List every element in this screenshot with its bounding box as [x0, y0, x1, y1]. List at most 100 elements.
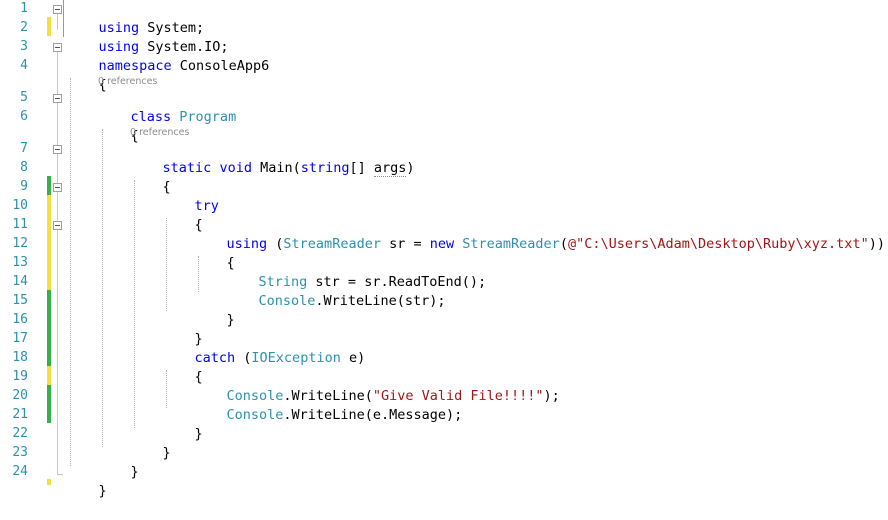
- code-line-3[interactable]: namespace ConsoleApp6: [66, 38, 270, 74]
- code-text: .WriteLine(e.Message);: [283, 407, 463, 423]
- code-line-8[interactable]: {: [130, 159, 171, 195]
- code-text: []: [349, 160, 374, 176]
- code-text: sr =: [380, 236, 430, 252]
- type-name: Console: [258, 293, 316, 309]
- indent-guide: [70, 78, 71, 466]
- collapse-toggle[interactable]: [53, 183, 62, 192]
- codelens-references[interactable]: 0 references: [98, 76, 158, 87]
- code-line-2[interactable]: using System.IO;: [66, 19, 229, 55]
- collapse-toggle[interactable]: [53, 145, 62, 154]
- code-text: .WriteLine(str);: [315, 293, 446, 309]
- brace: }: [194, 426, 203, 442]
- line-number: 5: [20, 90, 28, 105]
- collapse-toggle[interactable]: [53, 221, 62, 230]
- change-marker-saved: [47, 385, 51, 423]
- code-line-16[interactable]: }: [162, 311, 203, 347]
- keyword: new: [429, 236, 455, 252]
- line-number: 24: [12, 464, 28, 479]
- line-number: 16: [12, 312, 28, 327]
- code-text: (: [559, 236, 568, 252]
- code-line-15[interactable]: }: [194, 292, 235, 328]
- line-number: 8: [20, 160, 28, 175]
- collapse-toggle[interactable]: [53, 94, 62, 103]
- code-line-21[interactable]: }: [162, 406, 203, 442]
- indent-guide: [198, 256, 199, 292]
- brace: {: [130, 128, 139, 144]
- change-marker-unsaved: [47, 479, 51, 485]
- code-line-18[interactable]: {: [162, 349, 203, 385]
- line-number: 11: [12, 217, 28, 232]
- code-line-14[interactable]: Console.WriteLine(str);: [226, 273, 446, 309]
- codelens-references[interactable]: 0 references: [130, 127, 190, 138]
- outline-line: [57, 474, 63, 475]
- keyword: void: [219, 160, 252, 176]
- line-number: 3: [20, 39, 28, 54]
- code-line-23[interactable]: }: [98, 444, 139, 480]
- line-number: 12: [12, 236, 28, 251]
- change-marker-saved: [47, 176, 51, 195]
- code-line-17[interactable]: catch (IOException e): [162, 330, 366, 366]
- code-text: ): [406, 160, 415, 176]
- method-name: Main(: [260, 160, 301, 176]
- code-text: ConsoleApp6: [171, 58, 270, 74]
- indent-guide: [166, 218, 167, 311]
- line-number: 4: [20, 58, 28, 73]
- type-name: Console: [226, 388, 284, 404]
- param-name: args: [373, 160, 407, 177]
- code-line-12[interactable]: {: [194, 235, 235, 271]
- line-number: 9: [20, 179, 28, 194]
- code-line-1[interactable]: using System;: [66, 0, 205, 36]
- type-name: IOException: [251, 350, 341, 366]
- code-line-9[interactable]: try: [162, 178, 219, 214]
- collapse-toggle[interactable]: [53, 43, 62, 52]
- line-number: 17: [12, 331, 28, 346]
- line-number: 13: [12, 255, 28, 270]
- line-number: 15: [12, 293, 28, 308]
- keyword: class: [130, 109, 172, 125]
- code-line-24[interactable]: }: [66, 463, 107, 499]
- code-text: )): [868, 236, 885, 252]
- code-text: (: [267, 236, 284, 252]
- code-text: (: [235, 350, 252, 366]
- code-editor[interactable]: 1 2 3 4 5 6 7 8 9 10 11 12 13 14 15 16 1…: [0, 0, 888, 499]
- brace: {: [194, 369, 203, 385]
- brace: }: [130, 464, 139, 480]
- line-number: 10: [12, 198, 28, 213]
- line-number: 20: [12, 388, 28, 403]
- code-text: System.IO;: [139, 39, 229, 55]
- keyword: namespace: [98, 58, 172, 74]
- keyword: try: [194, 198, 219, 214]
- keyword: string: [300, 160, 350, 176]
- line-number: 19: [12, 369, 28, 384]
- brace: {: [98, 77, 107, 93]
- code-line-4[interactable]: {: [66, 57, 107, 93]
- change-marker-unsaved: [47, 366, 51, 385]
- indent-guide: [134, 180, 135, 428]
- code-line-5[interactable]: class Program: [98, 89, 237, 125]
- code-line-6[interactable]: {: [98, 108, 139, 144]
- code-line-20[interactable]: Console.WriteLine(e.Message);: [194, 387, 463, 423]
- line-number: 2: [20, 20, 28, 35]
- type-name: String: [258, 274, 308, 290]
- collapse-toggle[interactable]: [53, 5, 62, 14]
- brace: {: [162, 179, 171, 195]
- type-name: Program: [179, 109, 237, 125]
- type-name: StreamReader: [283, 236, 381, 252]
- code-line-22[interactable]: }: [130, 425, 171, 461]
- brace: }: [226, 312, 235, 328]
- change-marker-unsaved: [47, 195, 51, 290]
- code-line-13[interactable]: String str = sr.ReadToEnd();: [226, 254, 487, 290]
- outline-bracket: [63, 0, 64, 20]
- code-line-19[interactable]: Console.WriteLine("Give Valid File!!!!")…: [194, 368, 560, 404]
- code-line-10[interactable]: {: [162, 197, 203, 233]
- code-line-11[interactable]: using (StreamReader sr = new StreamReade…: [194, 216, 885, 252]
- code-text: .WriteLine(: [283, 388, 373, 404]
- line-number: 7: [20, 141, 28, 156]
- keyword: catch: [194, 350, 236, 366]
- brace: }: [162, 445, 171, 461]
- code-line-7[interactable]: static void Main(string[] args): [130, 140, 415, 177]
- type-name: Console: [226, 407, 284, 423]
- change-marker-saved: [47, 290, 51, 366]
- line-number: 23: [12, 445, 28, 460]
- line-number: 6: [20, 109, 28, 124]
